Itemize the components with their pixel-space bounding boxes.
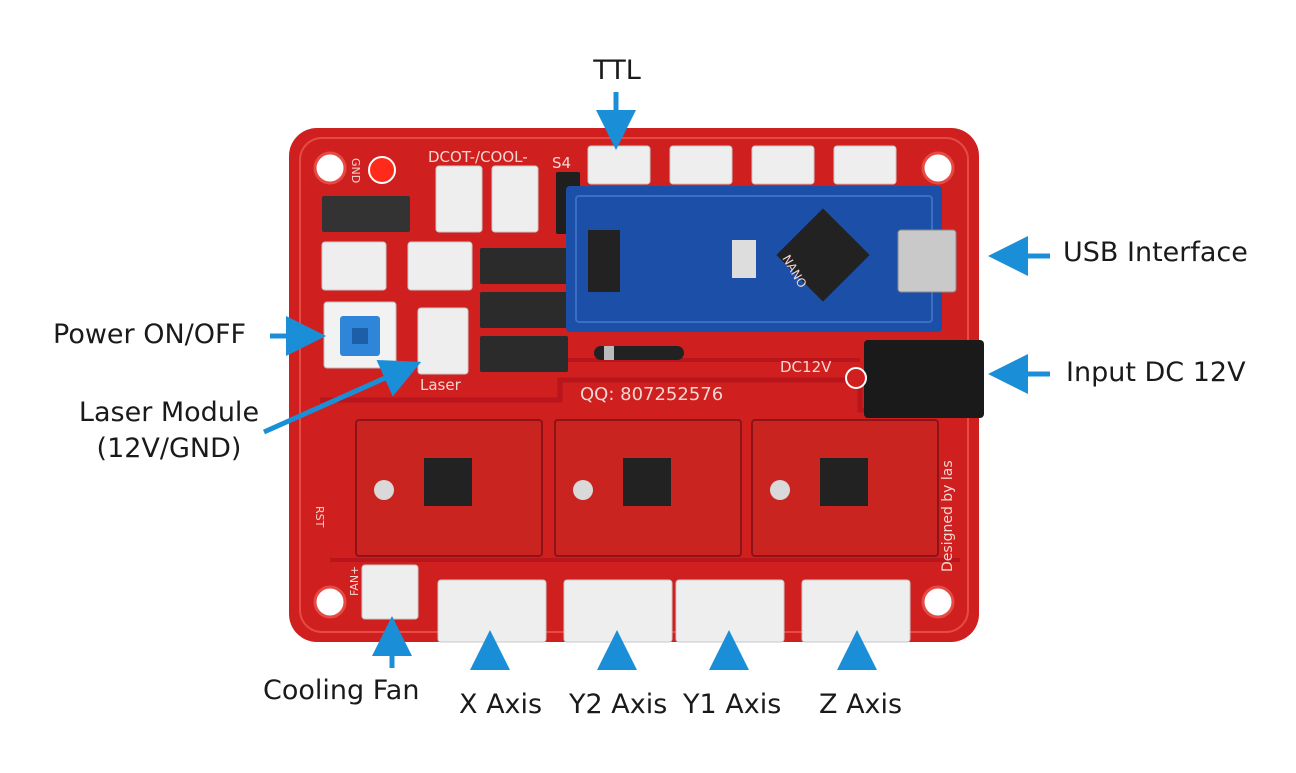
diode — [594, 346, 684, 360]
axis-connectors — [437, 579, 911, 643]
label-laser-module-line2: (12V/GND) — [96, 433, 242, 464]
silk-fan: FAN+ — [348, 566, 361, 596]
label-z-axis: Z Axis — [819, 689, 903, 720]
silkscreen-text: DCOT-/COOL- S4 GND Laser QQ: 807252576 D… — [313, 148, 956, 596]
callout-arrows — [262, 92, 1050, 670]
silk-gnd: GND — [349, 158, 362, 183]
label-laser-module-line1: Laser Module — [78, 397, 260, 428]
label-power: Power ON/OFF — [53, 319, 247, 350]
label-y1-axis: Y1 Axis — [683, 689, 782, 720]
label-ttl: TTL — [593, 55, 641, 86]
label-input-dc: Input DC 12V — [1066, 357, 1246, 388]
label-y2-axis: Y2 Axis — [569, 689, 668, 720]
silk-rst: RST — [313, 506, 326, 528]
power-switch — [323, 301, 397, 369]
silk-qq: QQ: 807252576 — [580, 384, 723, 405]
mounting-holes — [313, 151, 955, 619]
silk-dcot: DCOT-/COOL- — [428, 148, 528, 166]
dc-jack — [845, 340, 984, 418]
label-usb-interface: USB Interface — [1063, 237, 1248, 268]
arduino-nano-module: NANO — [566, 186, 957, 332]
led-indicator — [368, 156, 396, 184]
silk-designed: Designed by las — [940, 460, 956, 572]
power-transistors — [322, 172, 580, 372]
left-connectors — [321, 165, 539, 620]
arrow-laser — [262, 359, 422, 435]
label-cooling-fan: Cooling Fan — [263, 675, 420, 706]
label-x-axis: X Axis — [459, 689, 543, 720]
silk-laser: Laser — [420, 376, 462, 394]
top-connectors — [587, 145, 897, 185]
silk-s4: S4 — [552, 154, 571, 172]
silk-dc12v: DC12V — [780, 358, 832, 376]
stepper-drivers — [355, 419, 939, 557]
